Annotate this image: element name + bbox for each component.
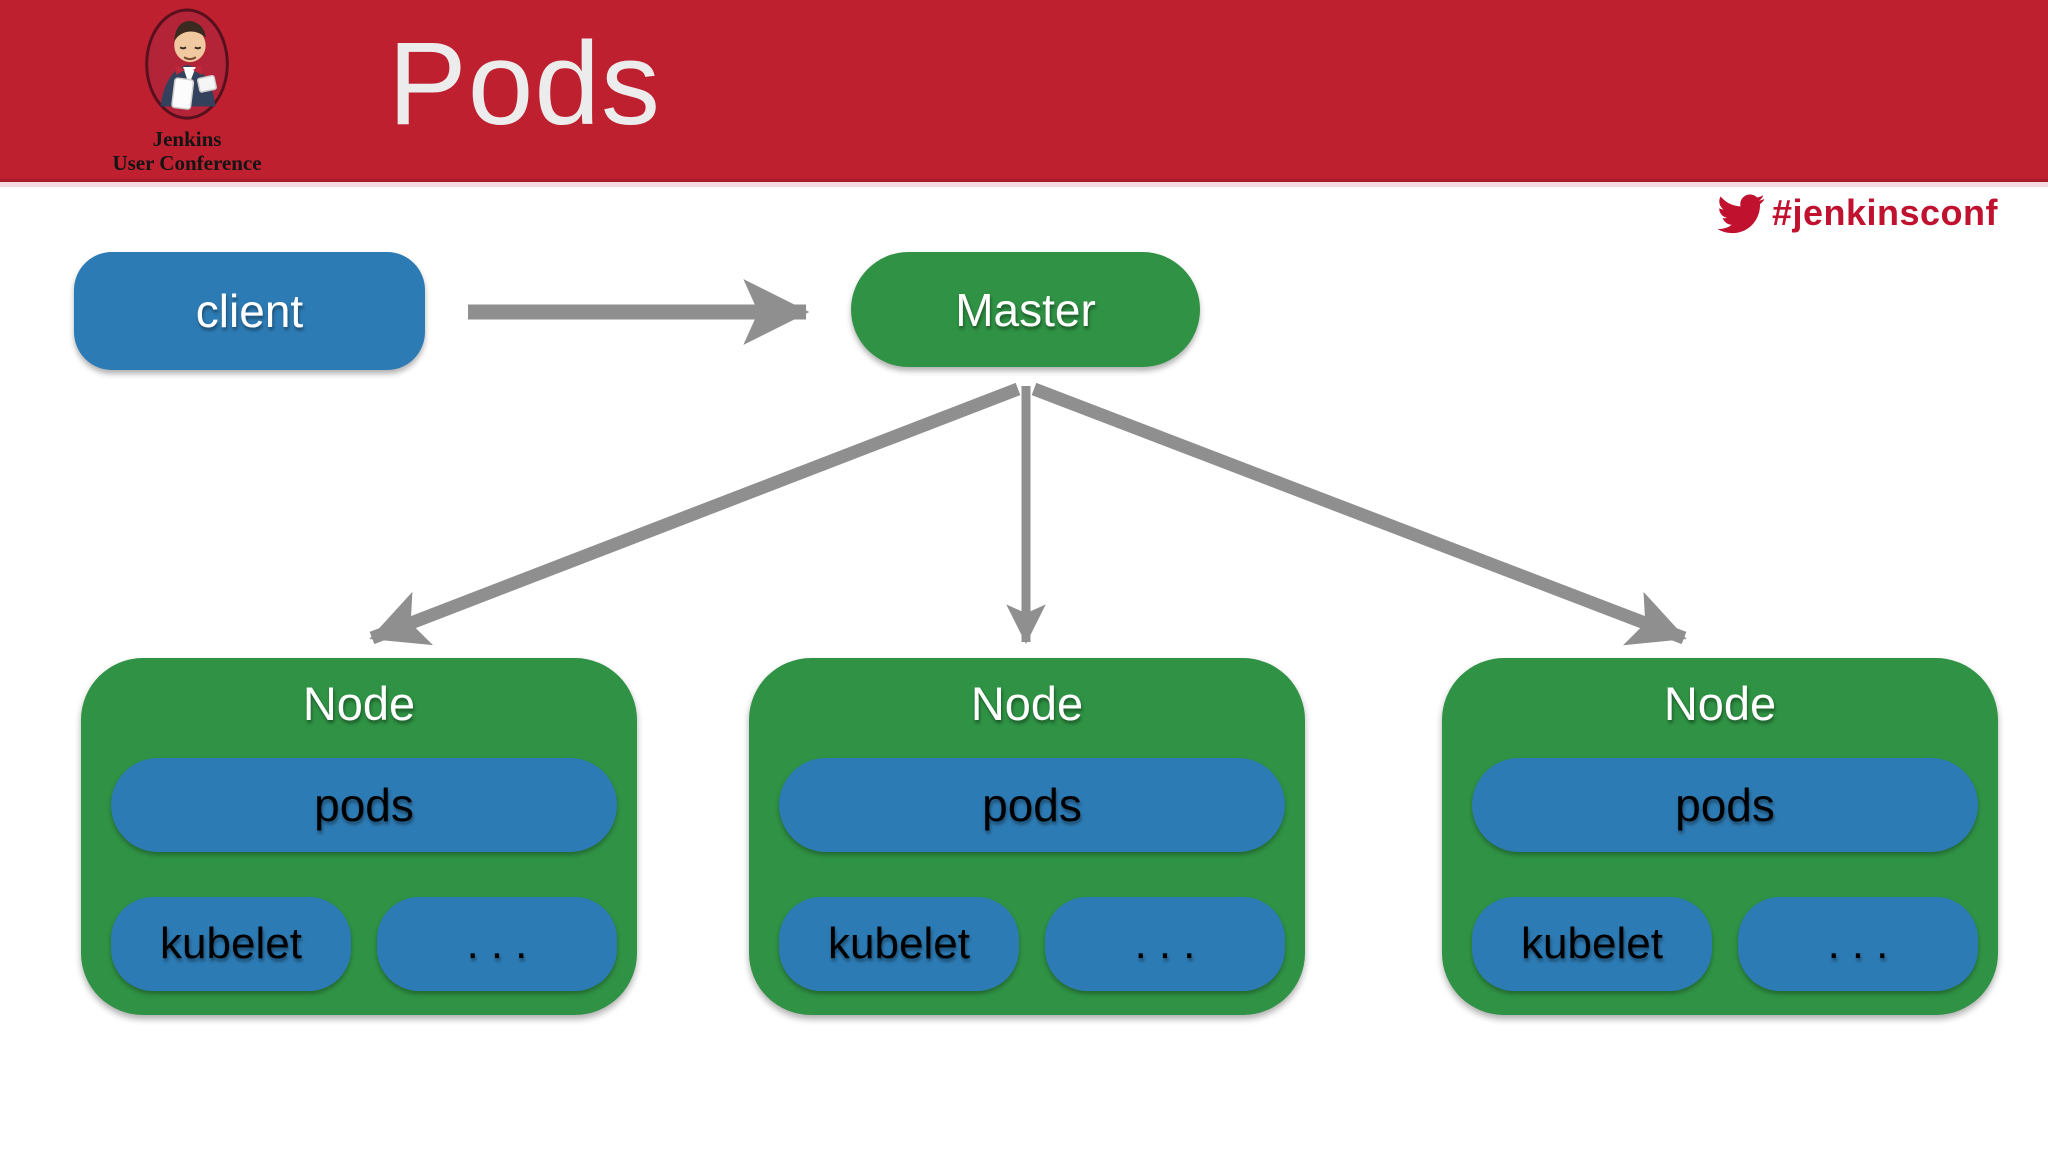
logo-line1: Jenkins: [152, 127, 222, 151]
master-to-node3-arrow: [1031, 382, 1687, 646]
kubelet-pill: kubelet: [1472, 897, 1712, 991]
master-label: Master: [955, 283, 1096, 336]
kubelet-pill: kubelet: [111, 897, 351, 991]
pods-label: pods: [314, 779, 414, 831]
kubelet-label: kubelet: [1521, 919, 1663, 968]
node-box-2: Node pods kubelet ...: [749, 658, 1305, 1015]
client-box: client: [74, 252, 425, 370]
pods-label: pods: [1675, 779, 1775, 831]
kubelet-label: kubelet: [828, 919, 970, 968]
node-title: Node: [1663, 677, 1777, 730]
more-label: ...: [1134, 919, 1208, 968]
pods-bar: pods: [111, 758, 617, 852]
master-to-node1-arrow: [369, 382, 1021, 646]
more-pill: ...: [377, 897, 617, 991]
header-divider: [0, 182, 2048, 187]
logo-line2: User Conference: [112, 151, 262, 176]
node-title: Node: [302, 677, 416, 730]
client-label: client: [195, 285, 304, 337]
more-pill: ...: [1738, 897, 1978, 991]
hashtag-badge: #jenkinsconf: [1717, 192, 1998, 234]
jenkins-mascot-icon: [145, 8, 229, 120]
twitter-icon: [1717, 194, 1765, 233]
jenkins-logo: Jenkins User Conference: [62, 8, 312, 175]
more-label: ...: [466, 919, 540, 968]
node-box-3: Node pods kubelet ...: [1442, 658, 1998, 1015]
kubelet-label: kubelet: [160, 919, 302, 968]
pods-bar: pods: [1472, 758, 1978, 852]
node-box-1: Node pods kubelet ...: [81, 658, 637, 1015]
pods-label: pods: [982, 779, 1082, 831]
hashtag-label: #jenkinsconf: [1771, 192, 1998, 233]
node-title: Node: [970, 677, 1084, 730]
kubelet-pill: kubelet: [779, 897, 1019, 991]
more-pill: ...: [1045, 897, 1285, 991]
more-label: ...: [1827, 919, 1901, 968]
master-box: Master: [851, 252, 1200, 367]
page-title: Pods: [388, 18, 661, 150]
header-bar: Jenkins User Conference Pods: [0, 0, 2048, 182]
pods-bar: pods: [779, 758, 1285, 852]
